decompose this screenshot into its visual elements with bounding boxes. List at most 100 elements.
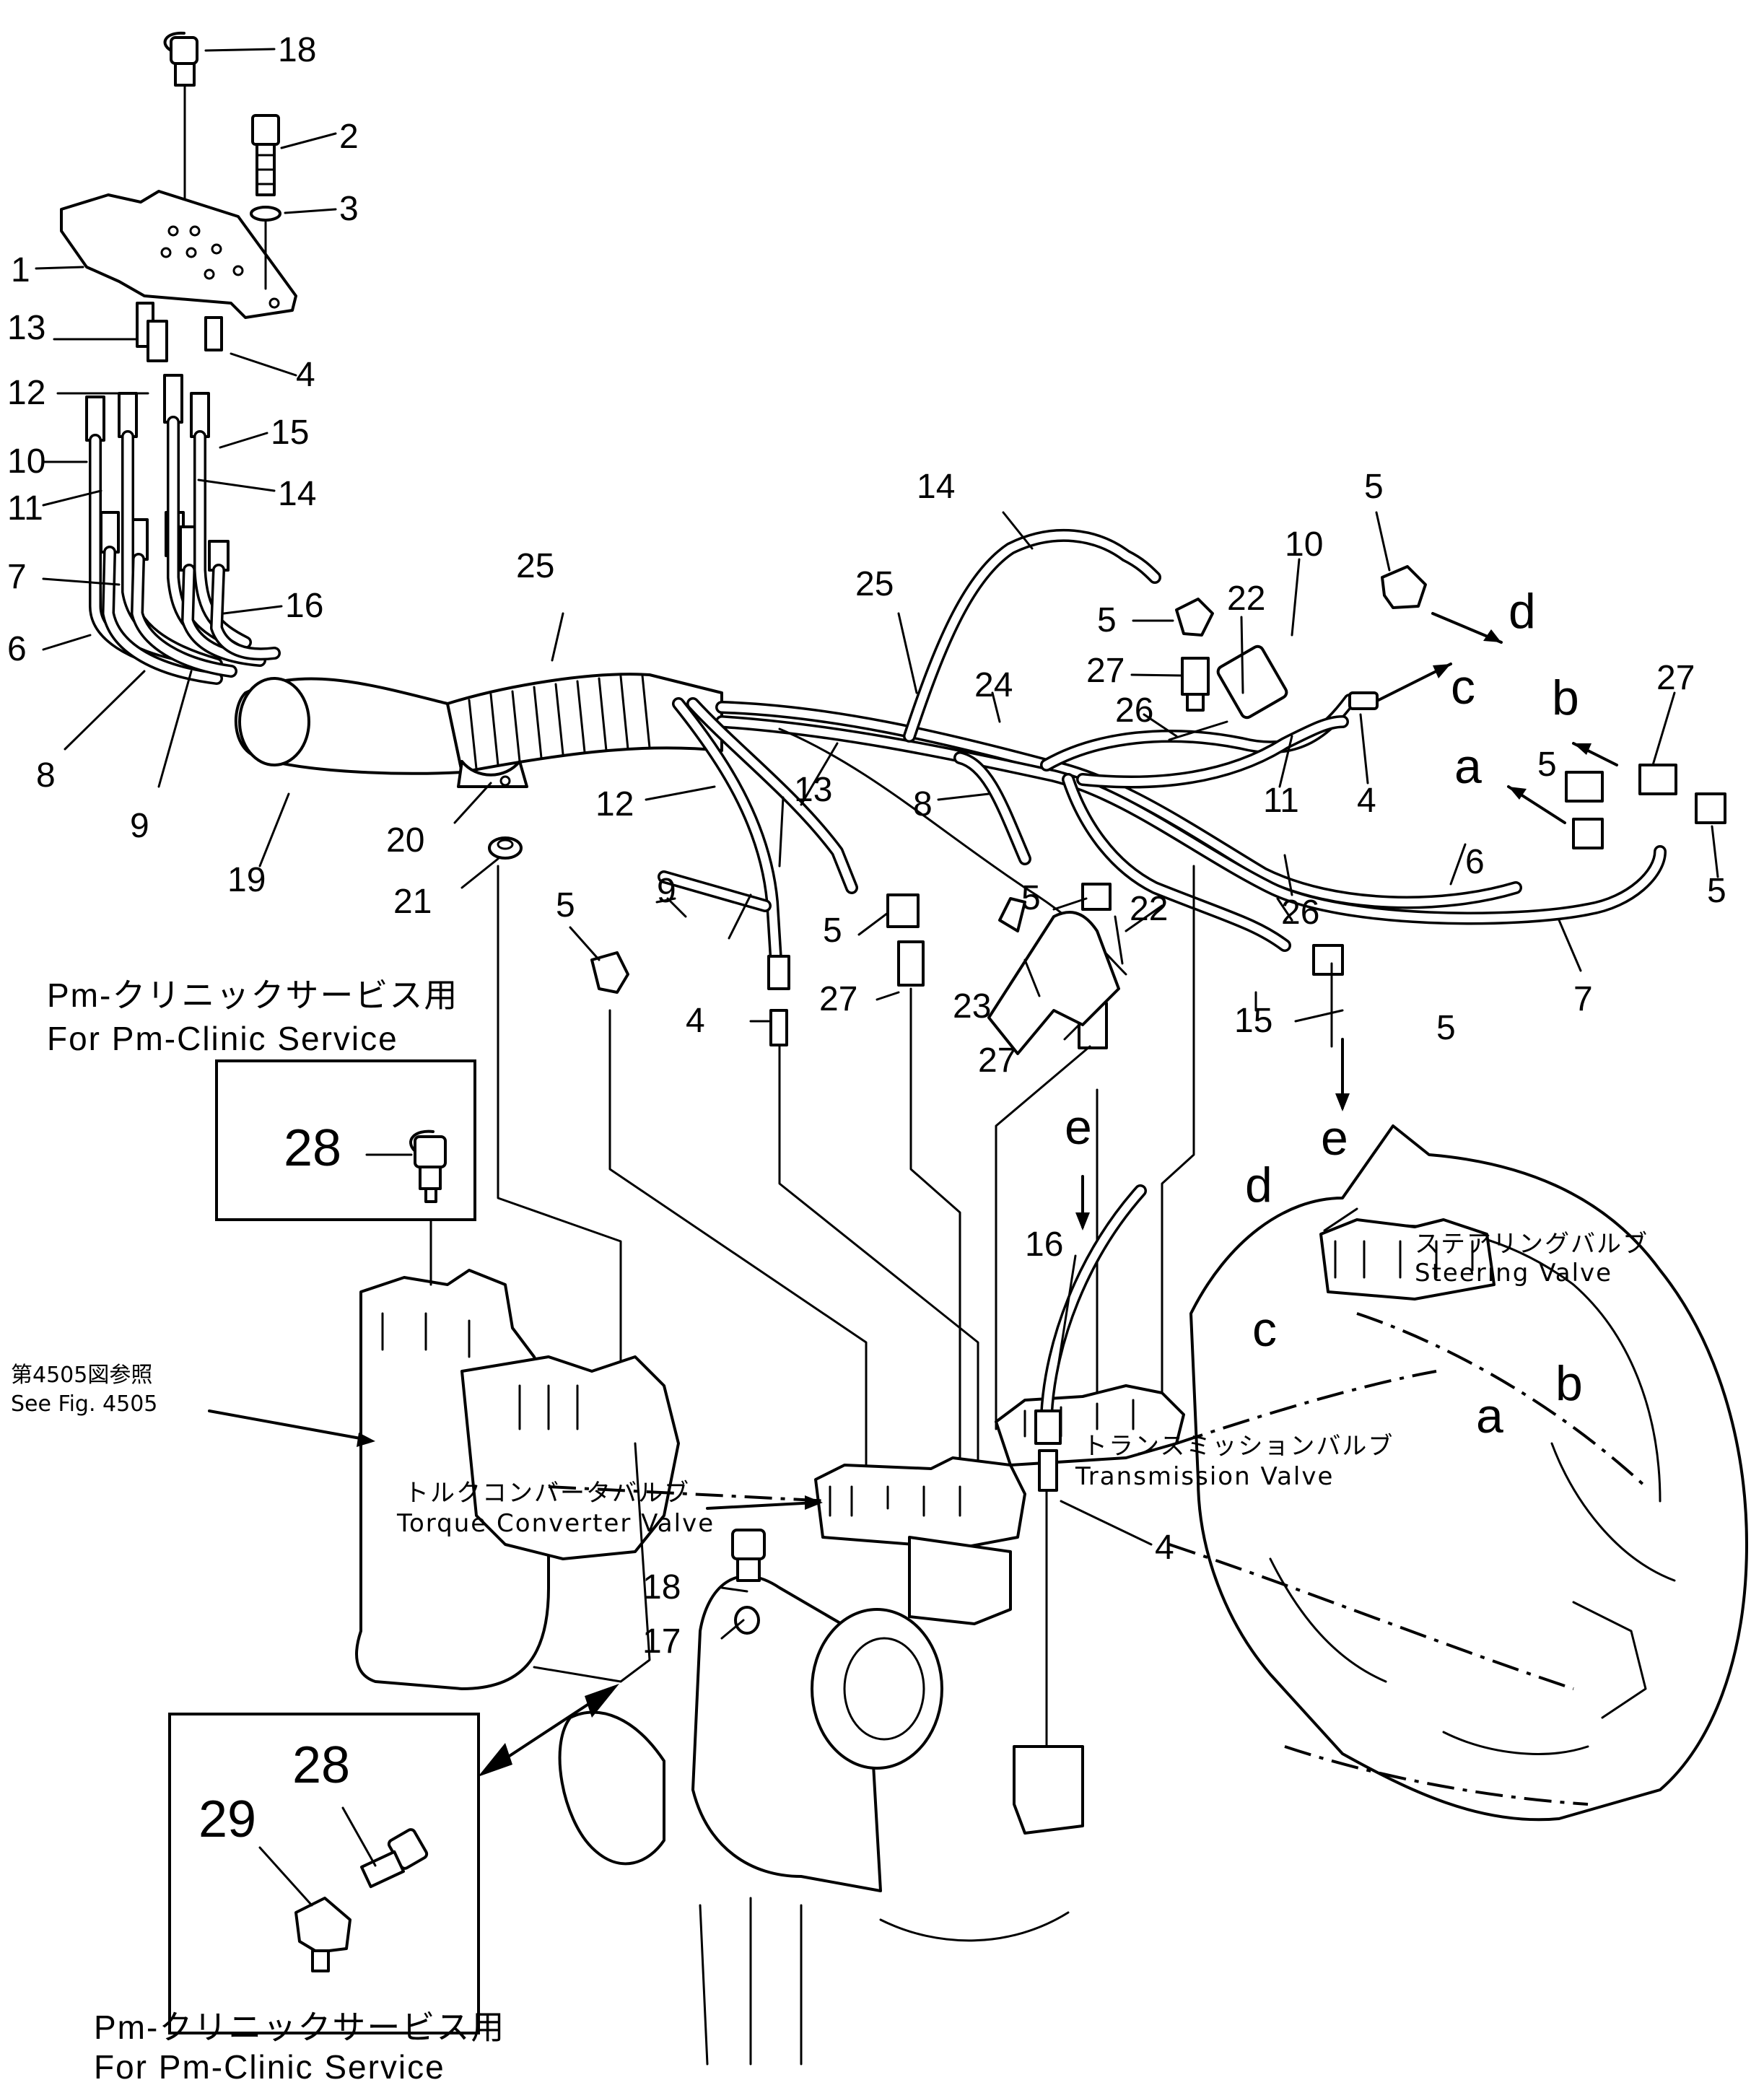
callout-24: 24 [974, 666, 1013, 704]
connection-letters: d c b a e e d c b a [1065, 584, 1583, 1443]
callout-9-left: 9 [130, 807, 149, 845]
pm-clinic-nipple-28-top [409, 1129, 447, 1203]
letter-d-bottom: d [1245, 1158, 1272, 1212]
spiral-wrap-main [446, 673, 723, 774]
callout-14-left: 14 [278, 475, 316, 513]
callout-4-mid: 4 [686, 1002, 705, 1040]
callout-2: 2 [339, 118, 359, 156]
pm-clinic-nipple-18-top [163, 31, 198, 87]
callout-11-left: 11 [7, 489, 43, 528]
callout-5-mid-a: 5 [1021, 879, 1041, 917]
transmission-en: Transmission Valve [1075, 1462, 1334, 1491]
callout-25-left: 25 [516, 547, 554, 585]
callout-27-mid-b: 27 [978, 1041, 1016, 1080]
callout-8-left: 8 [36, 756, 56, 795]
callout-5-top-b: 5 [1364, 468, 1384, 506]
callout-14-top: 14 [917, 468, 955, 506]
callout-5-lower-right: 5 [1436, 1009, 1456, 1047]
steering-en: Steering Valve [1415, 1259, 1612, 1288]
captions: Pm-クリニックサービス用 For Pm-Clinic Service 第450… [11, 976, 1649, 2085]
callout-22-mid: 22 [1130, 890, 1168, 928]
callout-26-top: 26 [1115, 691, 1153, 730]
letter-e-right: e [1321, 1111, 1348, 1166]
callout-26-right: 26 [1281, 893, 1319, 932]
letter-a-top: a [1454, 739, 1482, 794]
callout-7-right: 7 [1573, 980, 1593, 1018]
lower-fittings-17-18 [731, 1529, 766, 1635]
callout-5-right: 5 [1707, 872, 1726, 910]
bolt-2 [251, 114, 280, 196]
torque-converter-jp: トルクコンバータバルブ [404, 1479, 690, 1508]
callout-8-mid: 8 [913, 785, 933, 823]
leader-29 [258, 1846, 313, 1907]
see-fig-jp: 第4505図参照 [11, 1363, 152, 1388]
lower-block [1013, 1745, 1084, 1835]
letter-b-bottom: b [1555, 1356, 1583, 1411]
callout-9-mid: 9 [657, 872, 676, 910]
callout-12-mid: 12 [595, 785, 634, 823]
callout-5-mid-c: 5 [556, 886, 575, 925]
hose-16-to-transmission [1034, 1184, 1147, 1492]
callout-6-right: 6 [1465, 843, 1485, 881]
callout-16-bottom: 16 [1025, 1225, 1063, 1264]
callout-numbers: 18 2 3 1 13 4 12 15 10 14 11 7 16 6 8 9 … [7, 31, 1726, 1848]
callout-27-mid-a: 27 [819, 980, 857, 1018]
hose-bundle-left [89, 416, 281, 685]
callout-4-left: 4 [296, 356, 315, 394]
callout-19: 19 [227, 861, 266, 899]
callout-5-right-b: 5 [1537, 746, 1557, 784]
transmission-jp: トランスミッションバルブ [1083, 1432, 1394, 1461]
pm-clinic-box-top [215, 1059, 476, 1221]
callout-5-top-a: 5 [1097, 601, 1117, 639]
callout-21: 21 [393, 883, 432, 921]
callout-29: 29 [198, 1791, 256, 1848]
steering-jp: ステアリングバルブ [1415, 1230, 1649, 1259]
fittings-top-right [886, 565, 1726, 976]
letter-b-top: b [1552, 670, 1579, 725]
callout-15-left: 15 [271, 414, 309, 452]
torque-converter-en: Torque Converter Valve [396, 1509, 715, 1538]
callout-28-top: 28 [284, 1119, 341, 1177]
fittings-middle [590, 897, 1120, 1055]
callout-20: 20 [386, 821, 424, 860]
pm-clinic-box-bottom [168, 1713, 480, 2034]
callout-11-top: 11 [1263, 782, 1299, 820]
callout-5-mid-b: 5 [823, 912, 842, 950]
engine-block-left [558, 1574, 1070, 2066]
centerlines [548, 1312, 1647, 1806]
callout-18-bottom: 18 [642, 1568, 681, 1607]
torque-converter-housing [355, 1269, 680, 1690]
callout-4-top: 4 [1357, 782, 1376, 820]
callout-1: 1 [11, 251, 30, 289]
callout-10-left: 10 [7, 442, 45, 481]
callout-3: 3 [339, 190, 359, 228]
letter-c-bottom: c [1252, 1302, 1277, 1357]
pm-clinic-caption-en-top: For Pm-Clinic Service [47, 1020, 398, 1057]
callout-4-bottom: 4 [1155, 1529, 1174, 1567]
letter-c-top: c [1451, 660, 1475, 714]
callout-13-left: 13 [7, 309, 45, 347]
pm-clinic-caption-jp-bottom: Pm-クリニックサービス用 [94, 2008, 505, 2046]
letter-a-bottom: a [1476, 1389, 1503, 1443]
washer-3 [250, 206, 281, 222]
callout-23: 23 [953, 987, 991, 1026]
mounting-bracket-1 [60, 190, 297, 319]
torque-converter-valve-body [814, 1456, 1026, 1625]
callout-25-mid: 25 [855, 565, 894, 603]
callout-27-right: 27 [1656, 659, 1695, 697]
callout-6-left: 6 [7, 630, 27, 668]
hose-routing-right [715, 528, 1667, 952]
pressure-pickup-fittings-left [85, 302, 230, 572]
callout-leaders [35, 48, 1719, 1640]
caption-pointers [208, 1409, 823, 1510]
callout-13-mid: 13 [794, 771, 832, 809]
callout-22-top: 22 [1227, 580, 1265, 618]
double-arrow [478, 1684, 619, 1777]
leader-28-bottom [341, 1806, 377, 1867]
pm-clinic-caption-en-bottom: For Pm-Clinic Service [94, 2048, 445, 2085]
connection-arrows-top [1075, 612, 1618, 1231]
pm-clinic-caption-jp-top: Pm-クリニックサービス用 [47, 976, 458, 1014]
callout-10-top: 10 [1285, 525, 1323, 564]
callout-28-bottom: 28 [292, 1736, 350, 1794]
